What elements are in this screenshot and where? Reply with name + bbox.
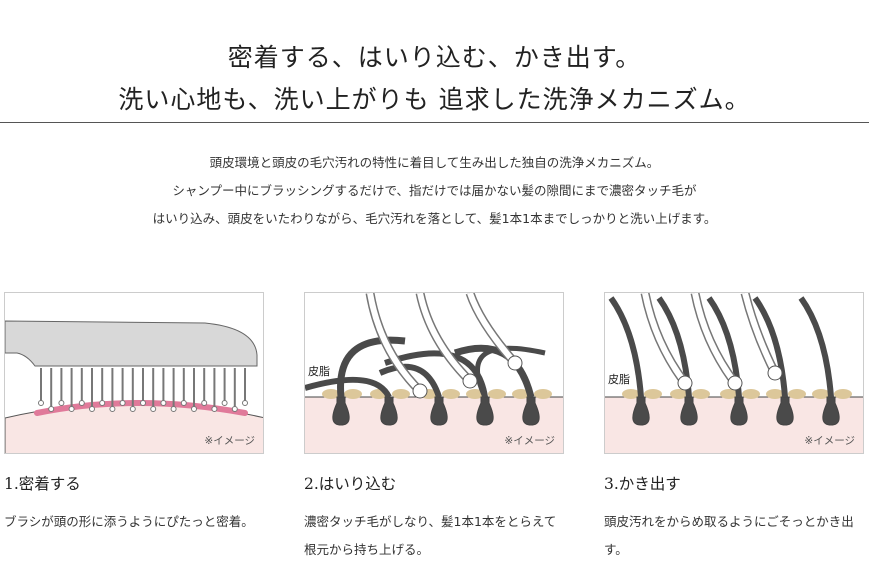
headline-line-2: 洗い心地も、洗い上がりも 追求した洗浄メカニズム。 (118, 85, 751, 114)
brush-contact-illustration: ※イメージ (4, 292, 264, 454)
divider (0, 122, 869, 123)
step-description: 頭皮汚れをからめ取るようにごそっとかき出す。 (604, 514, 854, 557)
step-title: 2.はいり込む (304, 475, 397, 493)
step-card-3: ※イメージ 皮脂 3.かき出す 頭皮汚れをからめ取るようにごそっとかき出す。 (604, 292, 864, 564)
image-note: ※イメージ (204, 435, 255, 447)
lead-text-3: はいり込み、頭皮をいたわりながら、毛穴汚れを落として、髪1本1本までしっかりと洗… (152, 211, 717, 226)
step-description: 濃密タッチ毛がしなり、髪1本1本をとらえて根元から持ち上げる。 (304, 514, 557, 557)
bristles-enter-illustration: ※イメージ 皮脂 (304, 292, 564, 454)
step-title: 1.密着する (4, 475, 81, 493)
headline-line-1: 密着する、はいり込む、かき出す。 (227, 43, 642, 72)
step-card-1: ※イメージ 1.密着する ブラシが頭の形に添うようにぴたっと密着。 (4, 292, 264, 536)
image-note: ※イメージ (504, 435, 555, 447)
image-note: ※イメージ (804, 435, 855, 447)
step-card-2: ※イメージ 皮脂 2.はいり込む 濃密タッチ毛がしなり、髪1本1本をとらえて根元… (304, 292, 564, 564)
step-title: 3.かき出す (604, 475, 681, 493)
sebum-label: 皮脂 (608, 373, 630, 386)
sebum-label: 皮脂 (308, 365, 330, 378)
lead-text-1: 頭皮環境と頭皮の毛穴汚れの特性に着目して生み出した独自の洗浄メカニズム。 (209, 155, 660, 170)
step-description: ブラシが頭の形に添うようにぴたっと密着。 (4, 514, 254, 529)
lead-text-2: シャンプー中にブラッシングするだけで、指だけでは届かない髪の隙間にまで濃密タッチ… (172, 183, 697, 198)
scrape-out-illustration: ※イメージ 皮脂 (604, 292, 864, 454)
